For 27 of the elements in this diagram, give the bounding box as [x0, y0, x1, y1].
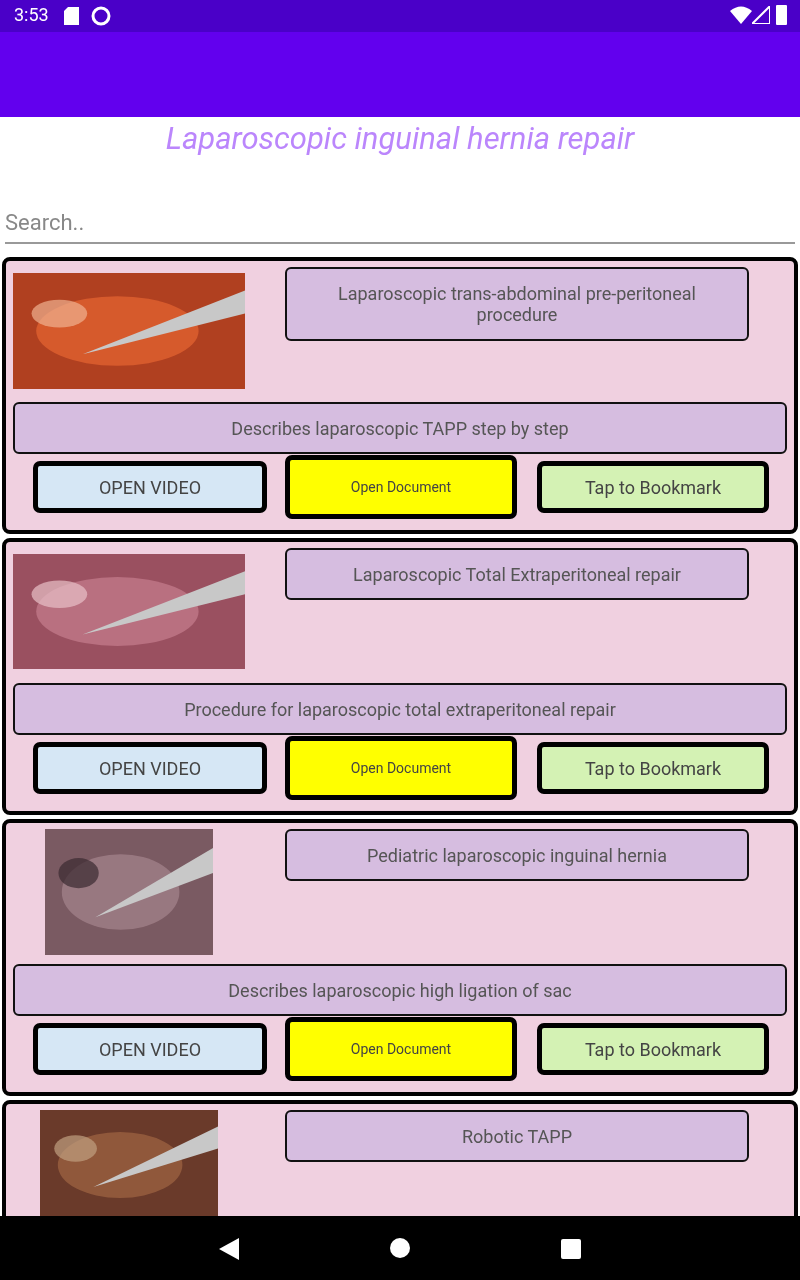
open-video-button: OPEN VIDEO: [33, 461, 267, 513]
bookmark-button: Tap to Bookmark: [537, 742, 769, 794]
card: [2, 819, 798, 1096]
title-box: Laparoscopic Total Extraperitoneal repair: [285, 548, 749, 600]
description-box: Describes laparoscopic high ligation of sac: [13, 964, 787, 1016]
surgery-video-thumbnail: [13, 554, 245, 669]
search-field: Search..: [5, 208, 795, 244]
bookmark-button: Tap to Bookmark: [537, 461, 769, 513]
card: [2, 257, 798, 534]
bookmark-button: Tap to Bookmark: [537, 1023, 769, 1075]
page-title: Laparoscopic inguinal hernia repair: [164, 120, 636, 157]
title-box: Robotic TAPP: [285, 1110, 749, 1162]
surgery-video-thumbnail: [40, 1110, 218, 1216]
app-bar: [0, 32, 800, 117]
status-time: 3:53: [14, 4, 49, 25]
surgery-video-thumbnail: [45, 829, 213, 955]
title-box: Laparoscopic trans-abdominal pre-peritoneal procedure: [285, 267, 749, 341]
card: [2, 538, 798, 815]
open-video-button: OPEN VIDEO: [33, 1023, 267, 1075]
surgery-video-thumbnail: [13, 273, 245, 389]
open-document-button: Open Document: [285, 455, 517, 519]
title-box: Pediatric laparoscopic inguinal hernia: [285, 829, 749, 881]
open-document-button: Open Document: [285, 736, 517, 800]
open-document-button: Open Document: [285, 1017, 517, 1081]
description-box: Describes laparoscopic TAPP step by step: [13, 402, 787, 454]
open-video-button: OPEN VIDEO: [33, 742, 267, 794]
description-box: Procedure for laparoscopic total extraperitoneal repair: [13, 683, 787, 735]
